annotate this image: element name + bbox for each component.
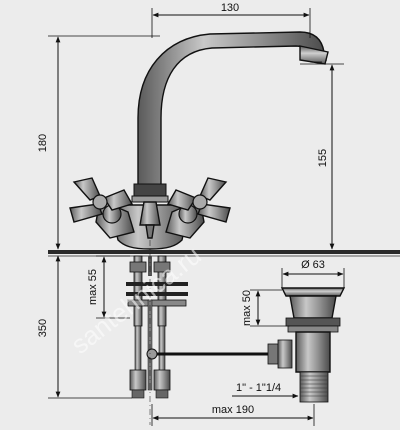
dim-max-55-label: max 55 (87, 269, 99, 305)
dim-155-label: 155 (317, 149, 329, 167)
dim-350-label: 350 (37, 319, 49, 337)
drain-assembly (267, 287, 346, 403)
dim-diameter-label: Ø 63 (301, 259, 325, 271)
faucet-body (69, 31, 329, 250)
dimension-lines (48, 8, 345, 426)
dim-thread-label: 1" - 1"1/4 (236, 382, 281, 394)
dim-max-190-label: max 190 (212, 404, 254, 416)
dim-max-50-label: max 50 (241, 290, 253, 326)
dim-180-label: 180 (37, 134, 49, 152)
dim-130-label: 130 (221, 2, 239, 14)
countertop (48, 250, 400, 257)
